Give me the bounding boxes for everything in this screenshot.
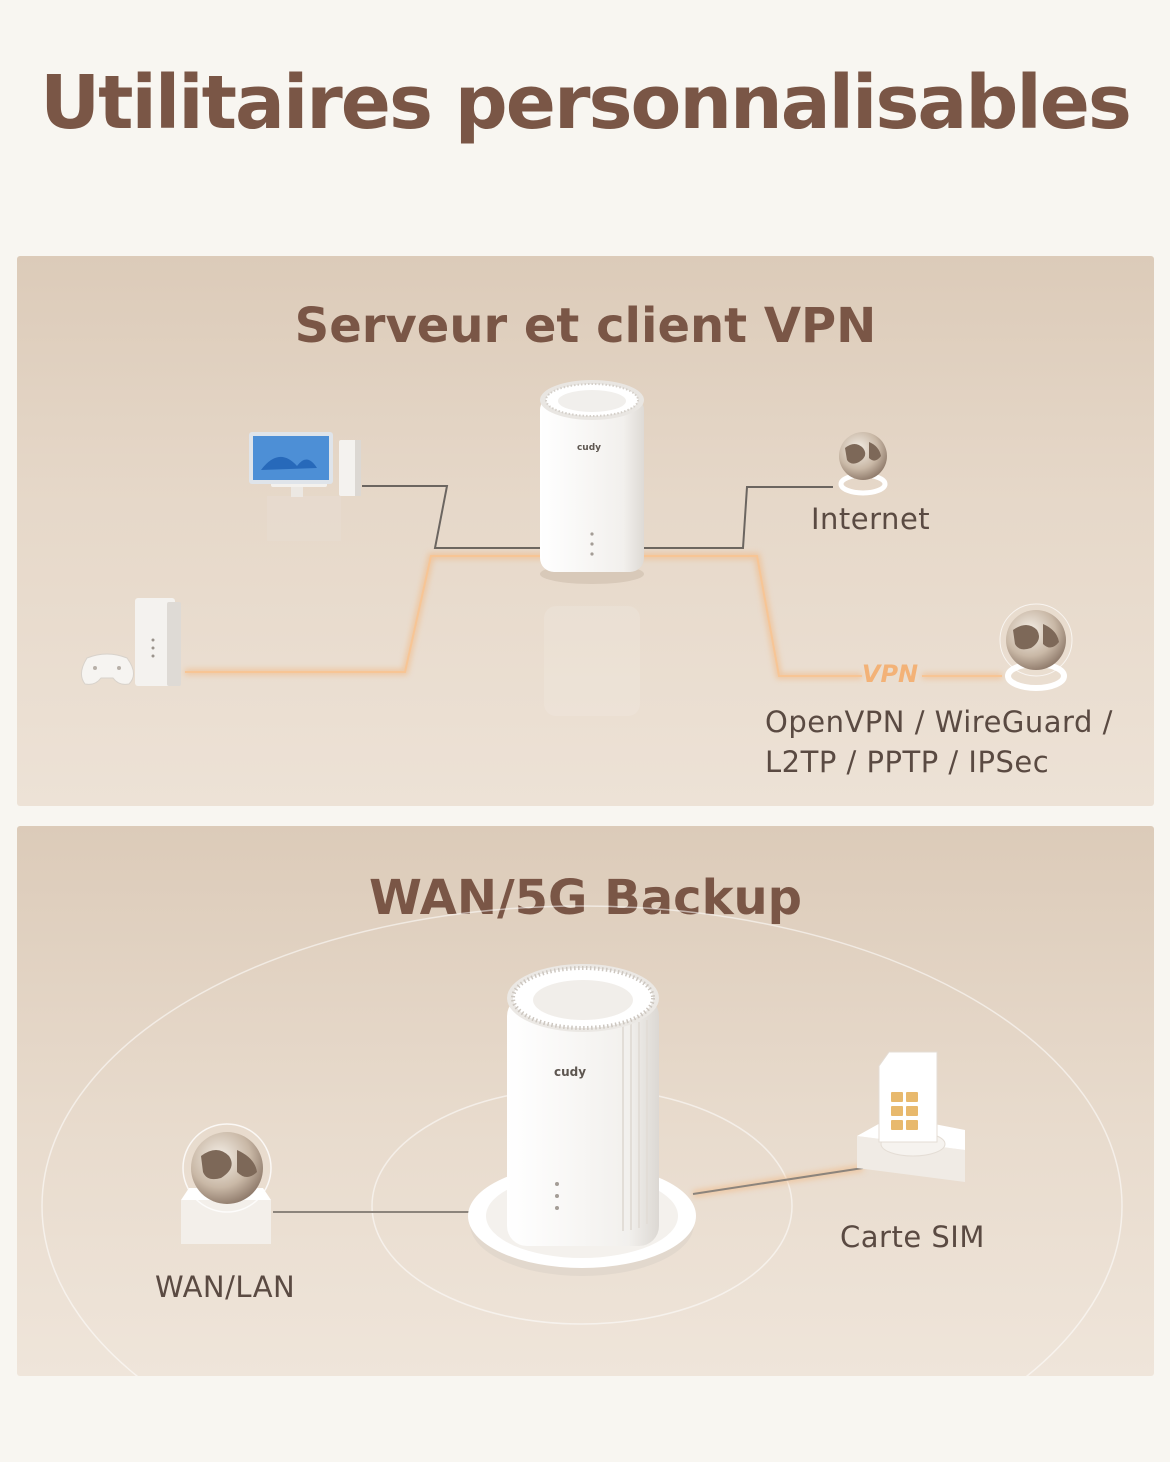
vpn-protocols-line-1: OpenVPN / WireGuard /	[765, 705, 1113, 739]
backup-link-lines	[273, 1164, 864, 1216]
router-brand: cudy	[554, 1065, 586, 1079]
vpn-protocols-line-2: L2TP / PPTP / IPSec	[765, 745, 1050, 779]
nas-icon	[135, 598, 181, 686]
game-console-icon	[81, 653, 134, 685]
vpn-network-diagram: VPN	[81, 380, 1073, 716]
vpn-tag: VPN	[862, 660, 918, 688]
globe-icon	[181, 1123, 272, 1244]
wan-lan-label: WAN/LAN	[155, 1270, 296, 1304]
sim-card-icon	[857, 1051, 965, 1182]
globe-icon	[999, 603, 1073, 691]
vpn-panel: Serveur et client VPN	[17, 256, 1154, 806]
computer-icon	[249, 432, 361, 541]
vpn-panel-title: Serveur et client VPN	[294, 298, 877, 354]
backup-network-diagram: cudy	[41, 905, 1123, 1376]
wired-link-lines	[362, 485, 833, 549]
page-title: Utilitaires personnalisables	[40, 60, 1132, 146]
internet-label: Internet	[811, 502, 931, 536]
router-icon: cudy	[507, 964, 659, 1246]
router-brand: cudy	[577, 443, 601, 453]
globe-icon	[838, 432, 888, 496]
vpn-protocols-label: OpenVPN / WireGuard / L2TP / PPTP / IPSe…	[765, 702, 1113, 782]
backup-panel: WAN/5G Backup	[17, 826, 1154, 1376]
router-icon: cudy	[540, 380, 644, 716]
sim-card-label: Carte SIM	[840, 1220, 985, 1254]
